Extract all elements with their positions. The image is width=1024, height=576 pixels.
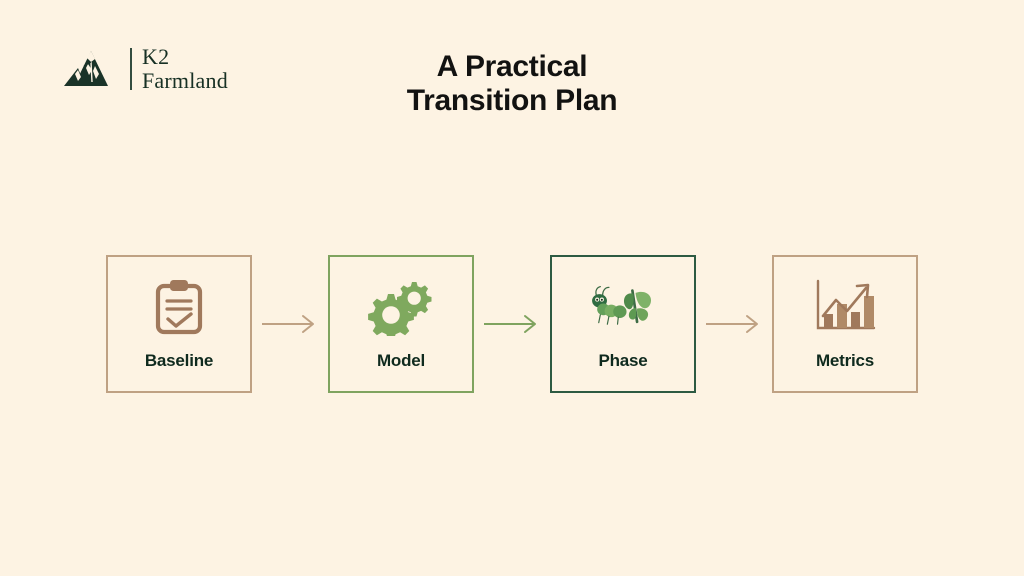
brand-name-line1: K2 [142, 44, 170, 69]
mountain-icon [62, 48, 120, 90]
bar-chart-growth-icon [809, 277, 881, 337]
logo-divider [130, 47, 132, 90]
brand-name-line2: Farmland [142, 67, 228, 93]
flow-step-label: Baseline [144, 351, 214, 370]
clipboard-check-icon [143, 277, 215, 337]
page-title-line1: A Practical [436, 50, 588, 83]
page-title: A Practical Transition Plan [0, 50, 1024, 117]
flow-step-phase[interactable]: Phase [550, 255, 696, 393]
flow-step-baseline[interactable]: Baseline [106, 255, 252, 393]
arrow-right-icon [474, 309, 550, 339]
transition-plan-flow: Baseline Model [0, 255, 1024, 393]
flow-step-label: Model [376, 351, 426, 370]
arrow-right-icon [696, 309, 772, 339]
page-title-line2: Transition Plan [406, 83, 618, 117]
flow-step-metrics[interactable]: Metrics [772, 255, 918, 393]
flow-step-label: Metrics [815, 351, 875, 370]
brand-logo: K2 Farmland [62, 45, 228, 93]
flow-step-model[interactable]: Model [328, 255, 474, 393]
gears-icon [365, 277, 437, 337]
brand-name: K2 Farmland [142, 45, 228, 93]
caterpillar-butterfly-icon [587, 277, 659, 337]
arrow-right-icon [252, 309, 328, 339]
flow-step-label: Phase [598, 351, 648, 370]
